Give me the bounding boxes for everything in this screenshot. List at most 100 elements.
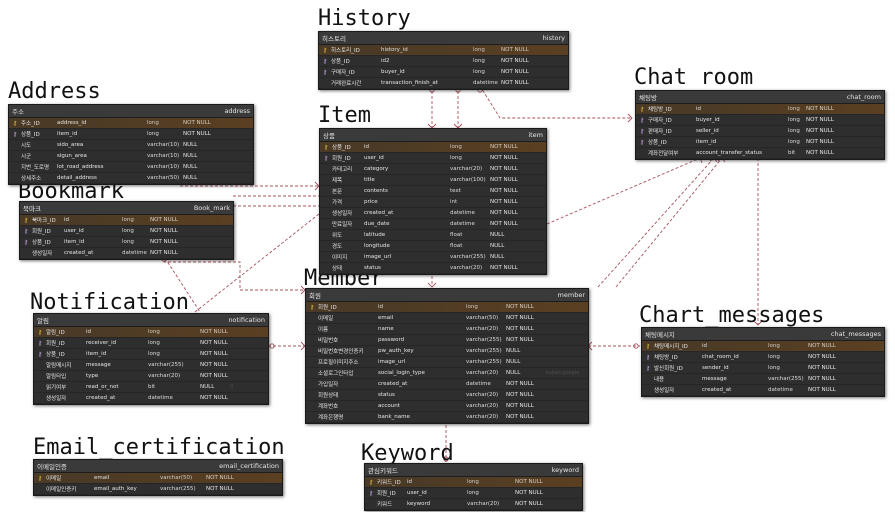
primary-key-icon: ⚷ (37, 474, 43, 482)
column-logical-name: 회원_ID (318, 305, 337, 311)
column-nullability: NULL (506, 348, 521, 354)
column-type: long (122, 239, 134, 245)
table-physical-name: notification (228, 316, 265, 324)
column-physical-name: title (364, 177, 375, 183)
column-nullability: NOT NULL (150, 217, 178, 223)
foreign-key-icon: ⚷ (12, 130, 18, 138)
column-nullability: NULL (200, 384, 215, 390)
column-logical-name: 이메일 (46, 476, 62, 482)
column-logical-name: 생성일자 (654, 388, 675, 394)
column-nullability: NOT NULL (501, 69, 529, 75)
column-logical-name: 계좌은행명 (318, 415, 344, 421)
column-logical-name: 구매자_ID (648, 118, 672, 124)
column-logical-name: 소셜로그인타입 (318, 371, 354, 377)
table-logical-name: 상품 (323, 132, 335, 140)
column-logical-name: 만료일자 (332, 222, 353, 228)
column-nullability: NOT NULL (806, 117, 834, 123)
column-logical-name: 상세주소 (21, 176, 42, 182)
column-nullability: NOT NULL (183, 120, 211, 126)
column-nullability: NOT NULL (808, 354, 836, 360)
